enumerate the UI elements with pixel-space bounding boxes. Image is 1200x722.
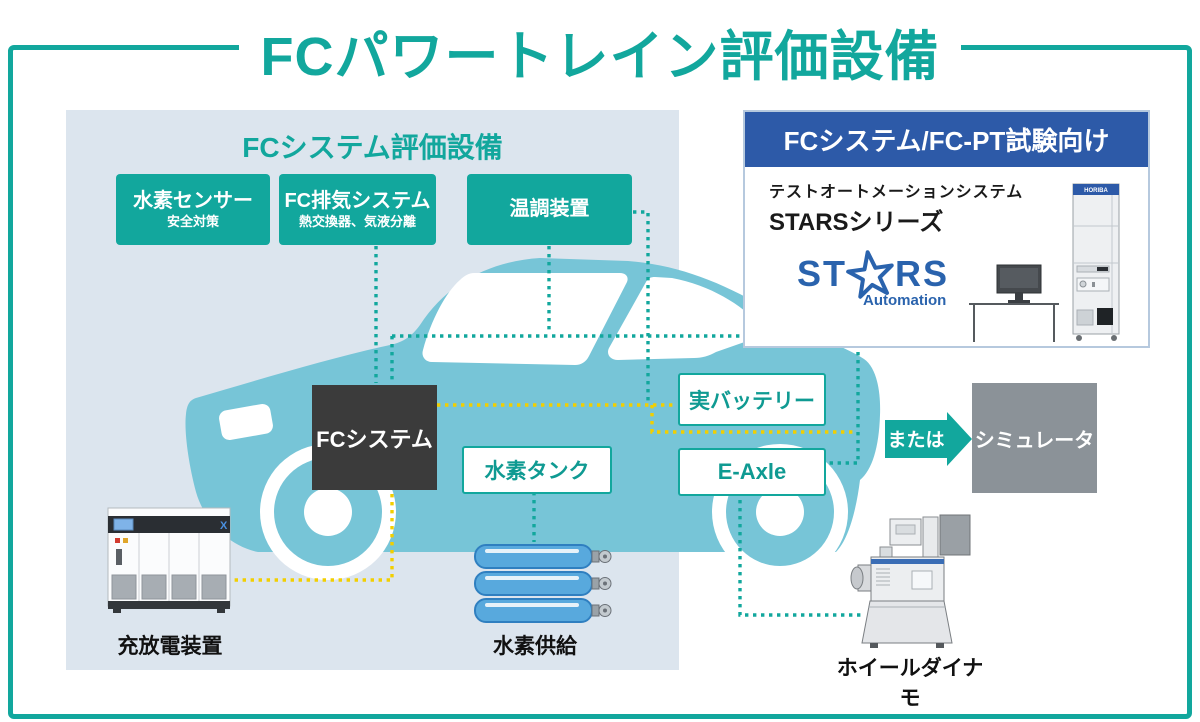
teal-connection-lines: [374, 210, 862, 617]
battery-label: 実バッテリー: [689, 389, 815, 413]
or-arrow: [885, 412, 972, 466]
or-arrow-label: または: [887, 429, 945, 451]
charger-label: 充放電装置: [117, 635, 223, 658]
fc-exhaust-box: FC排気システム 熱交換器、気液分離: [279, 174, 436, 245]
simulator-label: シミュレータ: [974, 429, 1095, 452]
hydrogen-tank-label: 水素タンク: [484, 460, 590, 483]
panel-title: FCシステム評価設備: [242, 132, 503, 163]
wheel-dynamo-label: ホイールダイナモ: [836, 657, 984, 710]
hydrogen-sensor-box: 水素センサー 安全対策: [116, 174, 270, 245]
stars-panel: FCシステム/FC-PT試験向け テストオートメーションシステム STARSシリ…: [743, 110, 1150, 348]
stars-panel-series: STARSシリーズ: [769, 209, 944, 236]
yellow-connection-lines: [234, 403, 856, 582]
rack-brand-label: HORIBA: [1084, 188, 1108, 194]
eaxle-box: E-Axle: [678, 448, 826, 496]
fc-exhaust-label: FC排気システム: [284, 189, 431, 212]
star-icon: [846, 250, 894, 299]
eaxle-label: E-Axle: [717, 459, 787, 484]
temperature-control-label: 温調装置: [509, 198, 590, 220]
hydrogen-tank-box: 水素タンク: [462, 446, 612, 494]
hydrogen-tanks-graphic: [474, 544, 612, 623]
fc-system-box: FCシステム: [312, 385, 437, 490]
stars-rack-graphic: HORIBA: [1072, 183, 1120, 341]
stars-panel-subtitle: テストオートメーションシステム: [769, 184, 1024, 201]
workstation-graphic: [969, 264, 1059, 342]
hydrogen-sensor-label: 水素センサー: [133, 189, 253, 212]
hydrogen-sensor-sublabel: 安全対策: [166, 213, 219, 229]
cabinet-brand-mark: X: [220, 520, 228, 532]
fc-system-label: FCシステム: [316, 426, 433, 452]
fc-exhaust-sublabel: 熱交換器、気液分離: [298, 213, 416, 229]
headlight-shape: [219, 403, 273, 441]
battery-box: 実バッテリー: [678, 373, 826, 426]
stars-logo-right: RS: [895, 253, 950, 294]
stars-panel-header: FCシステム/FC-PT試験向け: [745, 112, 1148, 167]
temperature-control-box: 温調装置: [467, 174, 632, 245]
simulator-box: シミュレータ: [972, 383, 1097, 493]
charger-cabinet-graphic: X: [107, 507, 231, 613]
stars-logo: ST RS: [797, 248, 949, 300]
page-title: FCパワートレイン評価設備: [0, 12, 1200, 91]
stars-logo-left: ST: [797, 253, 848, 294]
hydrogen-supply-label: 水素供給: [493, 635, 577, 658]
stars-logo-subtext: Automation: [863, 292, 947, 309]
wheel-dynamo-graphic: [850, 514, 971, 648]
